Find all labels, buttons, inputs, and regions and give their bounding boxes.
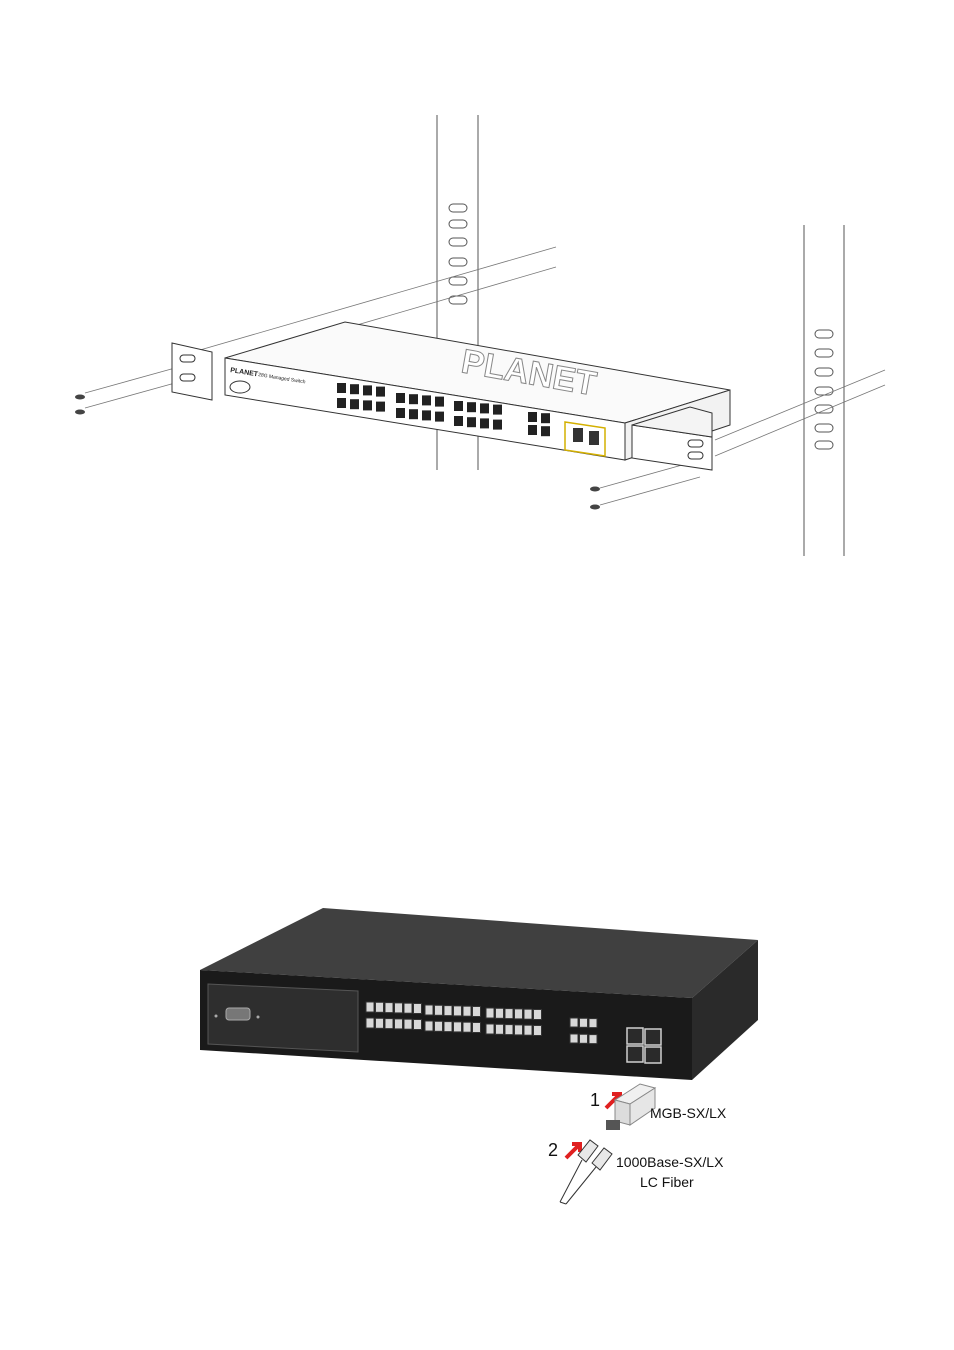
console-port-icon bbox=[225, 1007, 251, 1021]
rj45-port bbox=[514, 1008, 523, 1020]
right-rack-rail bbox=[803, 225, 845, 556]
rj45-port bbox=[533, 1025, 542, 1036]
rack-mount-illustration: PLANET PLANET 28G Managed Switch bbox=[75, 115, 886, 556]
rj45-port bbox=[472, 1006, 481, 1017]
fiber-label-line2: LC Fiber bbox=[640, 1174, 694, 1190]
sfp-module-icon bbox=[606, 1083, 657, 1130]
rj45-port bbox=[394, 1002, 403, 1014]
rj45-port bbox=[523, 1008, 533, 1020]
sfp-cage-slots bbox=[626, 1027, 662, 1064]
sfp-slot-highlight bbox=[564, 421, 606, 457]
rj45-port bbox=[375, 1017, 384, 1029]
rj45-port bbox=[495, 1023, 504, 1035]
rj45-port bbox=[480, 418, 489, 429]
right-mounting-bracket bbox=[631, 406, 713, 471]
rj45-port bbox=[409, 394, 418, 405]
rj45-port bbox=[422, 395, 431, 406]
rj45-port bbox=[528, 425, 537, 435]
rj45-port bbox=[453, 1021, 462, 1033]
fiber-label-line1: 1000Base-SX/LX bbox=[616, 1154, 724, 1170]
rj45-port bbox=[396, 408, 405, 418]
rj45-port bbox=[485, 1023, 495, 1035]
rj45-port bbox=[435, 411, 444, 422]
step1-number: 1 bbox=[590, 1090, 600, 1110]
rj45-port bbox=[365, 1017, 375, 1029]
step2-number: 2 bbox=[548, 1140, 558, 1160]
rj45-port bbox=[454, 401, 463, 411]
rj45-port bbox=[485, 1007, 495, 1019]
front-brand-logo: PLANET bbox=[230, 367, 259, 378]
module-label: MGB-SX/LX bbox=[650, 1105, 727, 1121]
rj45-port bbox=[396, 393, 405, 403]
rj45-port bbox=[504, 1008, 514, 1020]
rj45-port bbox=[409, 409, 418, 420]
rj45-port bbox=[504, 1024, 514, 1036]
rj45-port bbox=[523, 1024, 533, 1036]
rj45-port bbox=[443, 1021, 453, 1033]
rj45-port bbox=[434, 1004, 443, 1016]
rj45-port bbox=[569, 1033, 579, 1044]
rj45-port bbox=[541, 413, 550, 424]
rj45-port bbox=[403, 1002, 413, 1014]
rj45-port bbox=[422, 410, 431, 421]
rj45-port bbox=[528, 412, 537, 422]
sfp-install-figure: 1 MGB-SX/LX 2 1000Base-SX/LX LC Fiber bbox=[0, 880, 954, 1240]
rj45-port-array bbox=[337, 383, 550, 437]
rj45-port bbox=[413, 1019, 422, 1030]
rj45-port bbox=[363, 385, 372, 396]
rj45-port-array bbox=[365, 1001, 598, 1045]
rj45-port bbox=[588, 1018, 598, 1029]
rj45-port bbox=[424, 1004, 434, 1016]
rj45-port bbox=[350, 384, 359, 395]
rj45-port bbox=[453, 1005, 462, 1017]
rj45-port bbox=[337, 383, 346, 393]
rj45-port bbox=[394, 1018, 403, 1030]
rj45-port bbox=[579, 1017, 588, 1028]
rj45-port bbox=[365, 1001, 375, 1013]
rj45-port bbox=[424, 1020, 434, 1032]
switch-side-face bbox=[692, 940, 758, 1080]
rj45-port bbox=[541, 426, 550, 437]
rj45-port bbox=[493, 404, 502, 415]
screw-icons bbox=[75, 394, 600, 510]
rj45-port bbox=[533, 1009, 542, 1020]
rj45-port bbox=[376, 401, 385, 412]
left-mounting-bracket bbox=[171, 342, 213, 401]
rack-mount-figure: PLANET PLANET 28G Managed Switch bbox=[0, 0, 954, 600]
front-left-panel bbox=[207, 983, 359, 1053]
rj45-port bbox=[579, 1033, 588, 1044]
rj45-port bbox=[569, 1017, 579, 1028]
rj45-port bbox=[403, 1018, 413, 1030]
rj45-port bbox=[514, 1024, 523, 1036]
switch-top-surface bbox=[200, 908, 758, 998]
rj45-port bbox=[467, 402, 476, 413]
console-port-icon bbox=[229, 380, 251, 394]
rj45-port bbox=[375, 1001, 384, 1013]
rj45-port bbox=[384, 1018, 394, 1030]
sfp-install-illustration: 1 MGB-SX/LX 2 1000Base-SX/LX LC Fiber bbox=[200, 908, 758, 1205]
rj45-port bbox=[413, 1003, 422, 1014]
rj45-port bbox=[350, 399, 359, 410]
rj45-port bbox=[363, 400, 372, 411]
rj45-port bbox=[462, 1021, 472, 1033]
rj45-port bbox=[495, 1007, 504, 1019]
rj45-port bbox=[588, 1034, 598, 1045]
rj45-port bbox=[434, 1020, 443, 1032]
rj45-port bbox=[435, 396, 444, 407]
lc-fiber-connector-icon bbox=[559, 1139, 613, 1205]
rj45-port bbox=[480, 403, 489, 414]
rj45-port bbox=[462, 1005, 472, 1017]
rj45-port bbox=[493, 419, 502, 430]
rj45-port bbox=[454, 416, 463, 426]
rj45-port bbox=[467, 417, 476, 428]
rj45-port bbox=[384, 1002, 394, 1014]
rj45-port bbox=[376, 386, 385, 397]
rj45-port bbox=[337, 398, 346, 408]
step2-arrow-icon bbox=[564, 1142, 582, 1160]
rj45-port bbox=[472, 1022, 481, 1033]
rj45-port bbox=[443, 1005, 453, 1017]
